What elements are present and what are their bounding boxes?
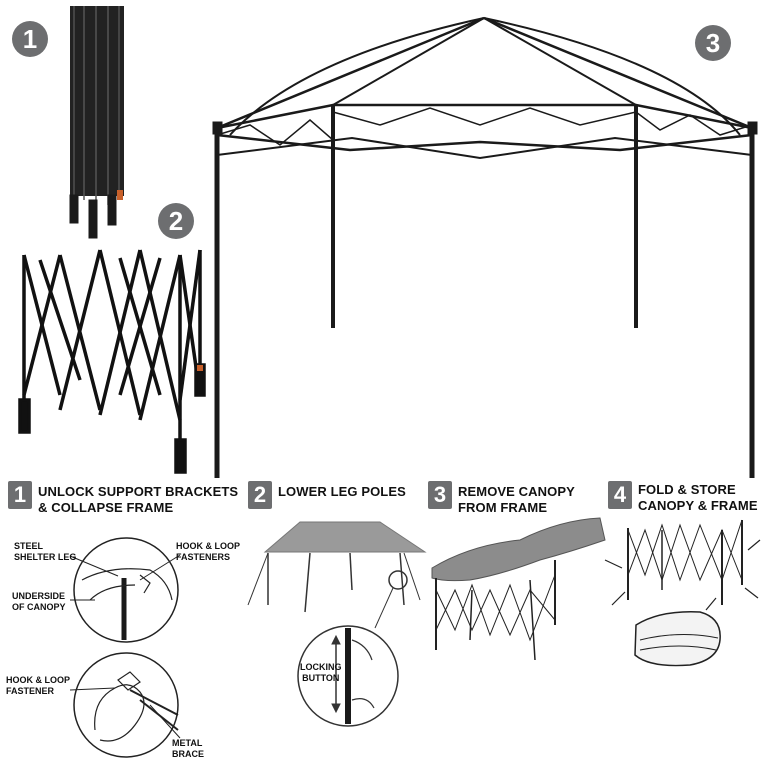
step-1-title: UNLOCK SUPPORT BRACKETS & COLLAPSE FRAME: [38, 484, 238, 516]
badge-three: 3: [695, 25, 731, 61]
callout-steel-line2: SHELTER LEG: [14, 552, 77, 562]
callout-metal-line2: BRACE: [172, 749, 205, 759]
step-3-title-line2: FROM FRAME: [458, 500, 548, 515]
callout-metal-line1: METAL: [172, 738, 203, 748]
step-3-title: REMOVE CANOPY FROM FRAME: [458, 484, 575, 516]
badge-one: 1: [12, 21, 48, 57]
step-3-canopy-illustration: [431, 517, 606, 661]
callout-underside-of-canopy: UNDERSIDE OF CANOPY: [12, 591, 66, 613]
callout-steel-shelter-leg: STEEL SHELTER LEG: [14, 541, 76, 563]
step-2-title-line1: LOWER LEG POLES: [278, 484, 406, 499]
step-1-number: 1: [8, 481, 32, 509]
step-1-detail-upper: [69, 537, 181, 643]
step-4-title-line2: CANOPY & FRAME: [638, 498, 758, 513]
callout-steel-line1: STEEL: [14, 541, 44, 551]
badge-two-label: 2: [168, 205, 184, 236]
callout-locking-button: LOCKING BUTTON: [300, 662, 342, 684]
callout-locking-line1: LOCKING: [300, 662, 342, 672]
step-4-title: FOLD & STORE CANOPY & FRAME: [638, 482, 758, 514]
callout-hook-fasteners-line1: HOOK & LOOP: [176, 541, 241, 551]
expanded-frame-illustration: [18, 249, 206, 474]
step-3-title-line1: REMOVE CANOPY: [458, 484, 575, 499]
step-1-detail-lower: [69, 652, 181, 758]
badge-two: 2: [158, 203, 194, 239]
callout-locking-line2: BUTTON: [302, 673, 340, 683]
callout-hook-fasteners-line2: FASTENERS: [176, 552, 231, 562]
callout-hook-loop-fastener: HOOK & LOOP FASTENER: [6, 675, 70, 697]
callout-hook-loop-fasteners: HOOK & LOOP FASTENERS: [176, 541, 240, 563]
step-2-canopy-illustration: [247, 521, 427, 727]
step-2-number-label: 2: [253, 482, 267, 507]
callout-underside-line1: UNDERSIDE: [12, 591, 66, 601]
badge-one-label: 1: [22, 23, 38, 54]
callout-metal-brace: METAL BRACE: [172, 738, 204, 760]
step-3-number: 3: [428, 481, 452, 509]
step-4-title-line1: FOLD & STORE: [638, 482, 736, 497]
step-1-title-line2: & COLLAPSE FRAME: [38, 500, 174, 515]
step-1-number-label: 1: [13, 482, 27, 507]
step-2-title: LOWER LEG POLES: [278, 484, 406, 500]
step-4-number: 4: [608, 481, 632, 509]
open-frame-illustration: [212, 16, 758, 478]
step-4-frame-illustration: [604, 519, 761, 667]
step-2-number: 2: [248, 481, 272, 509]
callout-hook-fastener-line2: FASTENER: [6, 686, 55, 696]
step-3-number-label: 3: [433, 482, 447, 507]
badge-three-label: 3: [705, 27, 721, 58]
callout-underside-line2: OF CANOPY: [12, 602, 66, 612]
callout-hook-fastener-line1: HOOK & LOOP: [6, 675, 71, 685]
step-1-title-line1: UNLOCK SUPPORT BRACKETS: [38, 484, 239, 499]
collapsed-frame-illustration: [69, 6, 124, 239]
step-4-number-label: 4: [613, 482, 627, 507]
